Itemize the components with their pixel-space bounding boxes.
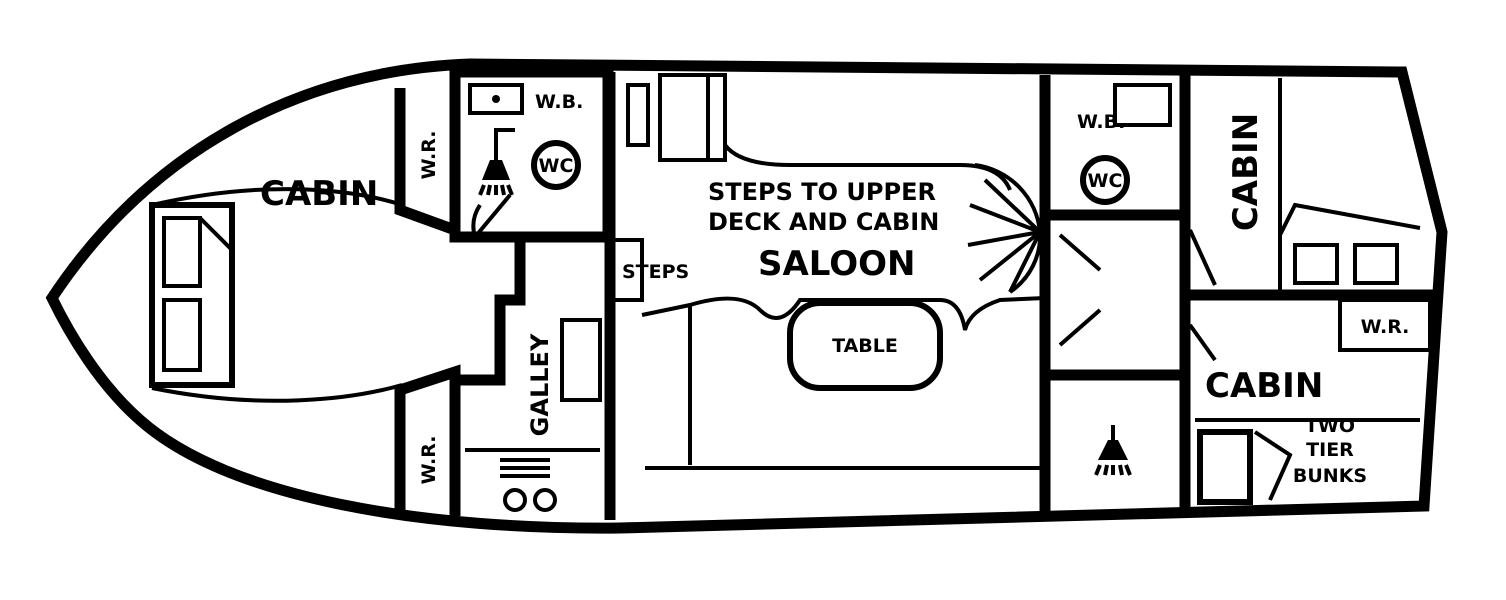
washbasin-small xyxy=(626,83,650,147)
saloon-table xyxy=(787,300,943,391)
sink-icon xyxy=(560,318,602,402)
bunks-line1: TWO xyxy=(1305,415,1355,437)
toilet-icon xyxy=(531,140,581,190)
wr-aft-label: W.R. xyxy=(1361,316,1410,338)
spiral-stairs-icon xyxy=(967,163,1043,294)
wardrobe-top xyxy=(394,88,457,236)
steps-block xyxy=(610,238,644,302)
aft-wc-room xyxy=(1039,75,1440,515)
saloon-label: SALOON xyxy=(758,244,916,284)
shower-aft-icon xyxy=(1094,425,1132,476)
wb-aft-label: W.B. xyxy=(1077,111,1125,133)
aft-cabin-bed xyxy=(1195,78,1432,505)
cabin-aft-top-label: CABIN xyxy=(1226,113,1266,231)
bow-bed xyxy=(149,187,403,403)
wc-aft-label: WC xyxy=(1088,170,1123,192)
bunks-line3: BUNKS xyxy=(1293,465,1367,487)
steps-upper-line1: STEPS TO UPPER xyxy=(708,178,936,206)
washbasin-icon xyxy=(468,83,524,115)
cabin-aft-bottom-label: CABIN xyxy=(1205,366,1323,406)
shower-icon xyxy=(478,128,515,196)
steps-upper-line2: DECK AND CABIN xyxy=(708,208,939,236)
door-swing-aft xyxy=(1058,229,1217,362)
wc-fwd-label: WC xyxy=(539,155,574,177)
bow-cabin-label: CABIN xyxy=(260,174,378,214)
toilet-aft-icon xyxy=(1080,155,1130,205)
galley-walls xyxy=(455,72,616,520)
wardrobe-bottom xyxy=(394,364,461,516)
steps-label: STEPS xyxy=(622,261,689,283)
hull-outline xyxy=(45,58,1448,534)
door-swing-icon xyxy=(471,193,512,239)
wb-fwd-label: W.B. xyxy=(535,91,583,113)
washbasin-aft-icon xyxy=(1113,83,1172,127)
wr-top-label: W.R. xyxy=(418,131,440,180)
table-label: TABLE xyxy=(832,335,898,357)
galley-label: GALLEY xyxy=(526,333,554,436)
wr-bottom-label: W.R. xyxy=(418,436,440,485)
bunks-line2: TIER xyxy=(1306,439,1354,461)
stove-icon xyxy=(500,458,557,512)
